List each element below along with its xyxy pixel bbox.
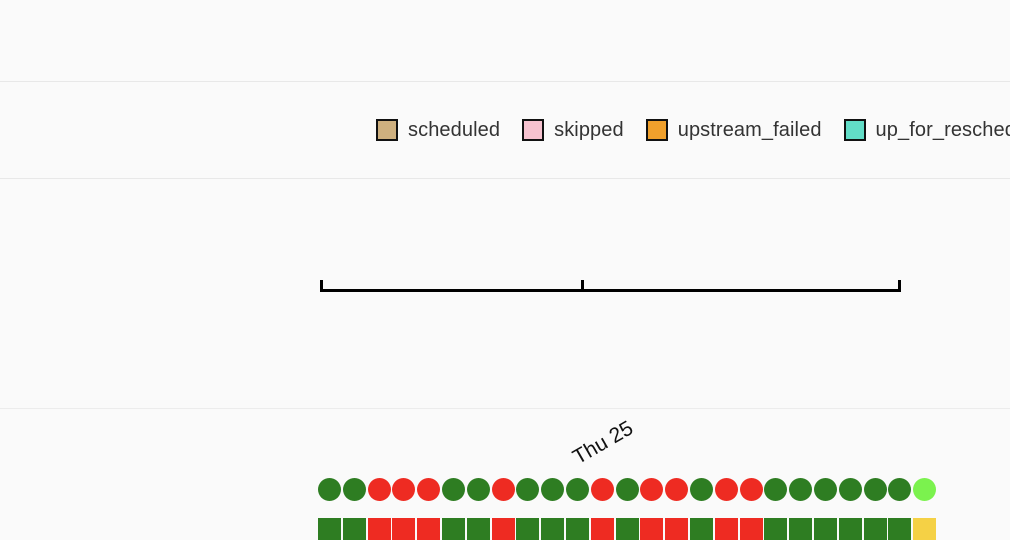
dag-run-marker[interactable] [665,478,689,501]
task-instance-marker[interactable] [441,518,465,540]
dag-run-marker[interactable] [764,478,788,501]
legend-item-upstream-failed[interactable]: upstream_failed [645,118,822,141]
dag-run-marker[interactable] [590,478,614,501]
dag-run-marker[interactable] [913,478,937,501]
task-instance-marker[interactable] [590,518,614,540]
dag-run-marker[interactable] [863,478,887,501]
task-instance-marker[interactable] [392,518,416,540]
legend-item-skipped[interactable]: skipped [522,118,624,141]
section-divider-middle [0,178,1010,179]
task-instance-marker[interactable] [665,518,689,540]
dag-run-marker[interactable] [491,478,515,501]
task-instance-marker[interactable] [813,518,837,540]
task-instance-marker-row [318,518,938,540]
x-axis-tick-middle [581,280,584,292]
dag-run-marker[interactable] [516,478,540,501]
task-instance-marker[interactable] [789,518,813,540]
task-instance-marker[interactable] [318,518,341,540]
task-instance-marker[interactable] [913,518,937,540]
dag-run-marker[interactable] [466,478,490,501]
task-instance-marker[interactable] [640,518,664,540]
dag-run-marker[interactable] [392,478,416,501]
task-instance-marker[interactable] [417,518,441,540]
dag-run-marker[interactable] [640,478,664,501]
dag-run-marker-row [318,478,938,501]
task-instance-marker[interactable] [838,518,862,540]
task-instance-marker[interactable] [516,518,540,540]
dag-run-marker[interactable] [615,478,639,501]
dag-run-marker[interactable] [714,478,738,501]
legend-item-label: scheduled [408,118,501,141]
task-instance-marker[interactable] [888,518,912,540]
dag-run-marker[interactable] [789,478,813,501]
chart-legend: scheduled skipped upstream_failed up_for_re… [0,81,1010,178]
dag-run-marker[interactable] [689,478,713,501]
dag-run-marker[interactable] [441,478,465,501]
task-instance-marker[interactable] [342,518,366,540]
dag-run-marker[interactable] [367,478,391,501]
dag-run-marker[interactable] [342,478,366,501]
task-instance-marker[interactable] [466,518,490,540]
task-instance-marker[interactable] [739,518,763,540]
task-instance-marker[interactable] [863,518,887,540]
task-instance-marker[interactable] [615,518,639,540]
legend-swatch-icon [522,118,545,141]
legend-item-scheduled[interactable]: scheduled [376,118,501,141]
dag-run-marker[interactable] [541,478,565,501]
x-axis-line [320,289,901,292]
dag-run-marker[interactable] [888,478,912,501]
legend-item-label: up_for_reschedule [875,118,1010,141]
chart-plot-area: Thu 25 [0,178,1010,540]
legend-item-label: skipped [554,118,624,141]
dag-run-marker[interactable] [739,478,763,501]
task-instance-marker[interactable] [565,518,589,540]
task-instance-marker[interactable] [689,518,713,540]
legend-swatch-icon [376,118,398,141]
legend-item-label: upstream_failed [677,118,822,141]
dag-run-marker[interactable] [838,478,862,501]
legend-swatch-icon [843,118,866,141]
legend-swatch-icon [645,118,668,141]
dag-run-marker[interactable] [318,478,341,501]
task-instance-marker[interactable] [491,518,515,540]
dag-run-marker[interactable] [565,478,589,501]
section-divider-top [0,81,1010,82]
task-instance-marker[interactable] [541,518,565,540]
legend-item-up-for-reschedule[interactable]: up_for_reschedule [843,118,1010,141]
x-axis-tick-start [320,280,323,292]
dag-run-marker[interactable] [417,478,441,501]
x-axis-bracket [320,280,901,292]
dag-run-marker[interactable] [813,478,837,501]
task-instance-marker[interactable] [764,518,788,540]
section-divider-bottom [0,408,1010,409]
x-axis-tick-end [898,280,901,292]
x-axis-tick-label: Thu 25 [569,416,638,470]
task-instance-marker[interactable] [714,518,738,540]
dag-runs-chart-panel: scheduled skipped upstream_failed up_for_re… [0,81,1010,540]
task-instance-marker[interactable] [367,518,391,540]
